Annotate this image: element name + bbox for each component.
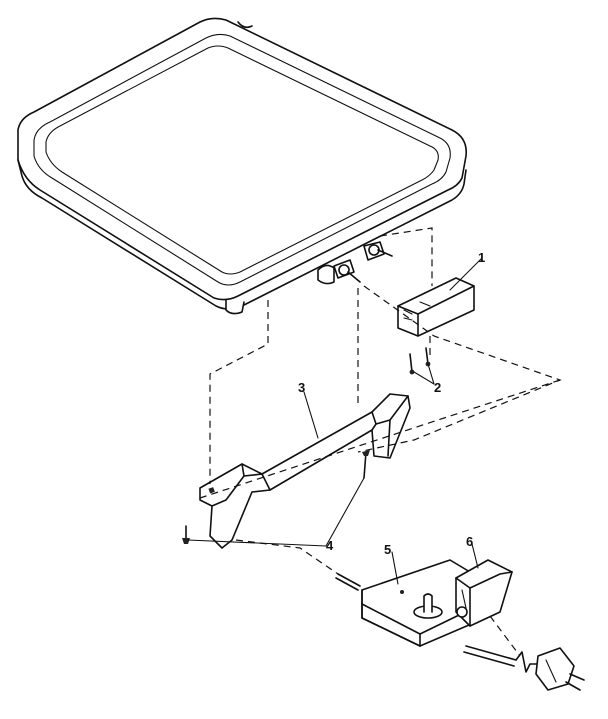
callout-1: 1 [478, 250, 485, 265]
terminal-cover-part-1 [397, 277, 475, 337]
callout-leaders [187, 257, 483, 585]
probe-shroud-part-6 [455, 559, 513, 627]
callout-5: 5 [384, 542, 391, 557]
power-cord-and-plug [463, 645, 585, 691]
callout-3: 3 [298, 380, 305, 395]
callout-4: 4 [326, 538, 334, 553]
callout-6: 6 [466, 534, 473, 549]
support-bracket-part-3 [199, 393, 411, 549]
callout-2: 2 [434, 380, 441, 395]
griddle-plate [17, 17, 468, 315]
assembly-guide-lines [199, 227, 562, 657]
callout-labels: 1 2 3 4 5 6 [298, 250, 485, 557]
screws-part-4 [182, 450, 370, 544]
heater-terminals [317, 241, 393, 285]
screws-part-2 [409, 347, 431, 375]
